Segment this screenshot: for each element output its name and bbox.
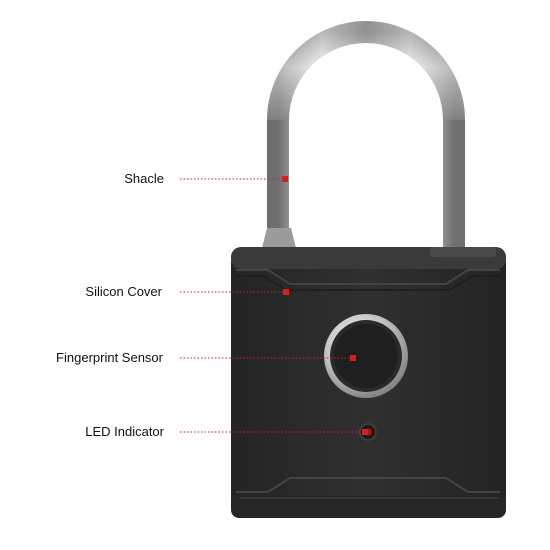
fingerprint-sensor (324, 314, 408, 398)
shackle (262, 21, 465, 252)
callout-led-indicator (180, 429, 368, 435)
label-silicon-cover: Silicon Cover (85, 284, 162, 299)
callout-marker (362, 429, 368, 435)
callout-marker (282, 176, 288, 182)
label-fingerprint-sensor: Fingerprint Sensor (56, 350, 163, 365)
callout-silicon-cover (180, 289, 289, 295)
callout-marker (283, 289, 289, 295)
label-shackle: Shacle (124, 171, 164, 186)
callout-fingerprint-sensor (180, 355, 356, 361)
callout-marker (350, 355, 356, 361)
callout-shackle (180, 176, 288, 182)
label-led-indicator: LED Indicator (85, 424, 164, 439)
